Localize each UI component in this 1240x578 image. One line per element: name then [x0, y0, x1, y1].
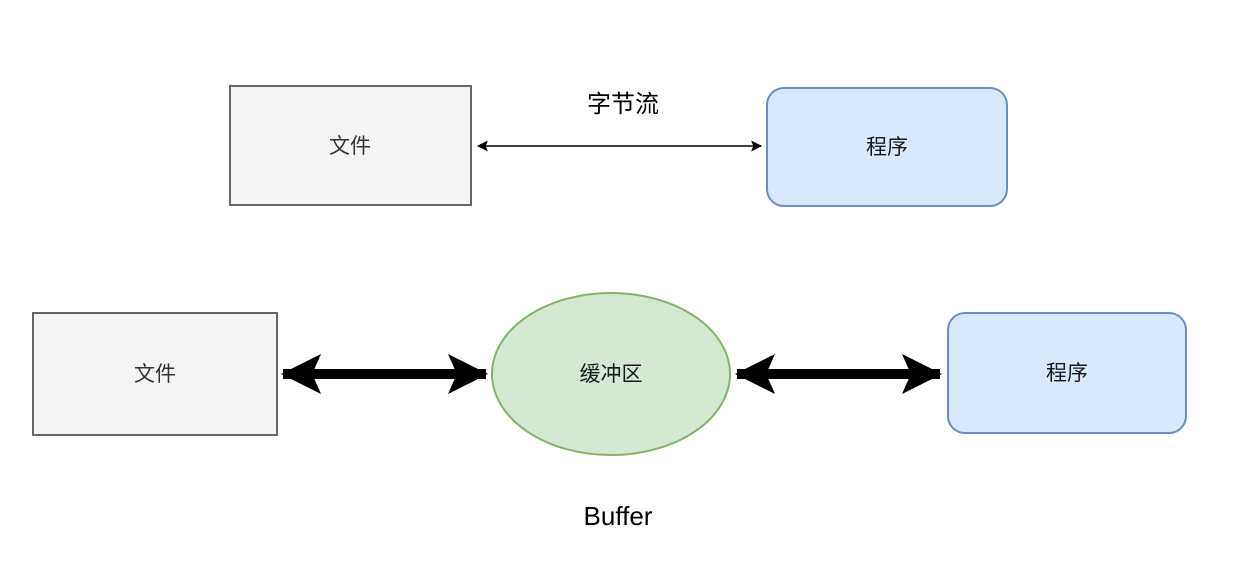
- bottom-program-box: [947, 312, 1187, 434]
- buffer-ellipse-label: 缓冲区: [580, 363, 643, 386]
- bottom-file-box: [32, 312, 278, 436]
- bottom-program-box-label: 程序: [1046, 362, 1088, 385]
- buffer-ellipse: [491, 292, 731, 456]
- buffer-caption: Buffer: [584, 501, 653, 531]
- byte-stream-arrow-label: 字节流: [587, 91, 659, 118]
- bottom-file-box-label: 文件: [134, 363, 176, 386]
- top-file-box-label: 文件: [329, 135, 371, 158]
- top-program-box-label: 程序: [866, 136, 908, 159]
- top-file-box: [229, 85, 472, 206]
- top-program-box: [766, 87, 1008, 207]
